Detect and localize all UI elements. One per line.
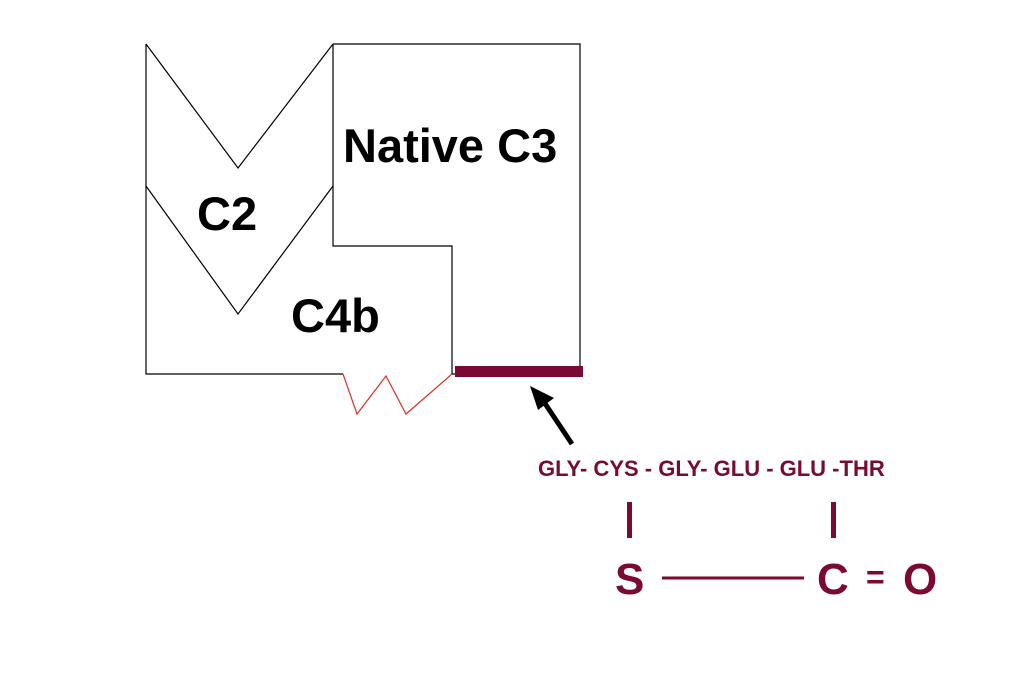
c2-top-notch [145, 43, 334, 169]
zigzag-link [342, 373, 453, 416]
double-bond: = [866, 559, 885, 595]
glu-bond [831, 502, 836, 538]
sulfur-atom: S [615, 555, 644, 604]
arrow-head-icon [530, 386, 554, 410]
c2-label: C2 [197, 187, 257, 240]
cys-bond [627, 502, 632, 538]
native-c3-label: Native C3 [343, 119, 557, 172]
peptide-sequence: GLY- CYS - GLY- GLU - GLU -THR [538, 456, 885, 481]
arrow-shaft [541, 400, 575, 446]
c2-c4b-outline [145, 44, 343, 375]
thioester-site-bar [455, 366, 583, 377]
c4b-label: C4b [291, 289, 380, 342]
c2-lower-notch [145, 185, 334, 316]
oxygen-atom: O [903, 555, 937, 604]
carbon-atom: C [817, 555, 849, 604]
